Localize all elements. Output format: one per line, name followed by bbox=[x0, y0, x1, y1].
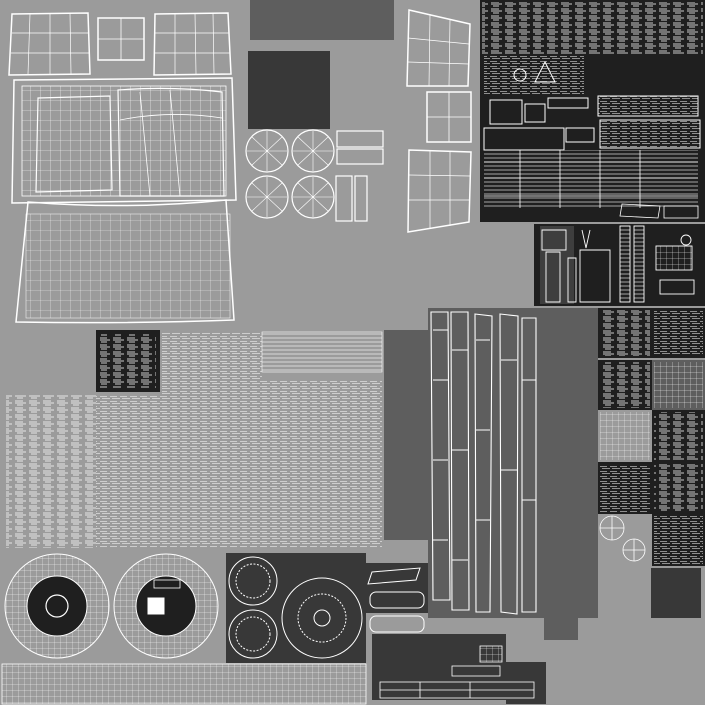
side-window-stack bbox=[406, 9, 472, 233]
small-parts-sheet bbox=[480, 0, 705, 222]
windshield-top-left bbox=[8, 12, 91, 76]
windshield-top-right bbox=[153, 12, 232, 76]
dark-panel-square bbox=[248, 51, 330, 129]
cab-roof-curved bbox=[15, 199, 235, 324]
rim-set bbox=[226, 553, 366, 663]
small-shapes-mid bbox=[366, 563, 428, 633]
dense-small-islands bbox=[6, 330, 383, 548]
right-detail-tiles bbox=[598, 308, 705, 618]
mechanical-parts-sheet bbox=[534, 224, 705, 306]
rail-strips bbox=[428, 308, 598, 640]
bottom-chassis-parts bbox=[372, 634, 546, 704]
cab-front-frame bbox=[11, 77, 237, 204]
round-lights-cluster bbox=[245, 129, 384, 222]
dark-panel-top bbox=[250, 0, 394, 40]
tire-right bbox=[113, 553, 219, 659]
tire-left bbox=[4, 553, 110, 659]
tread-strip bbox=[1, 663, 367, 705]
dark-panel-tall bbox=[384, 330, 428, 540]
small-window-square bbox=[97, 17, 145, 61]
